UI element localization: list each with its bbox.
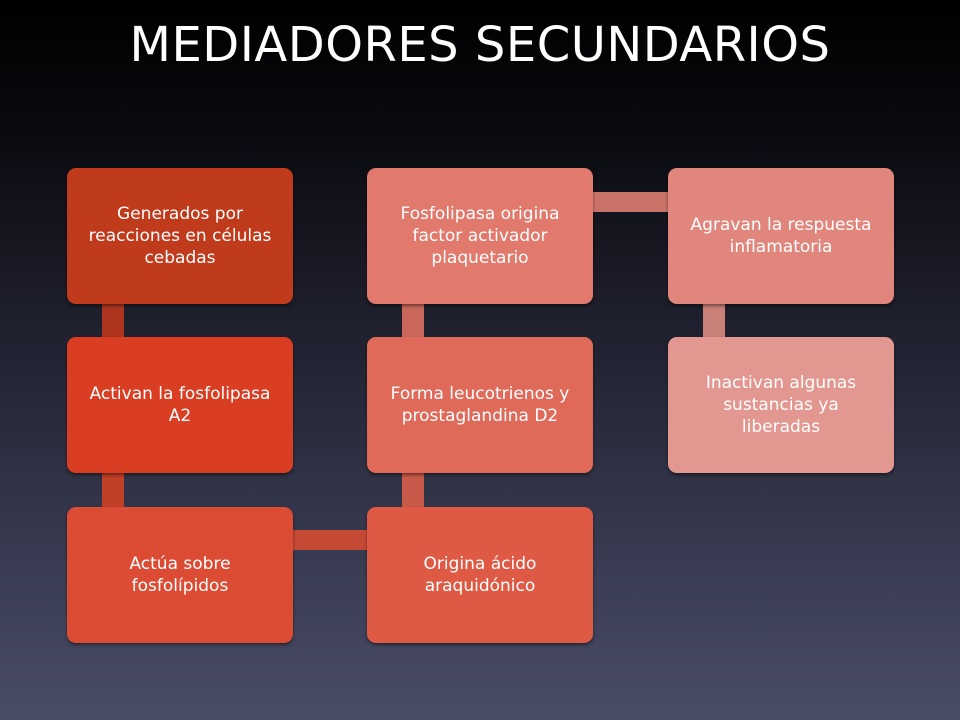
node-actua: Actúa sobre fosfolípidos: [67, 507, 293, 643]
node-generados-text: Generados por reacciones en células ceba…: [88, 204, 272, 268]
slide-title: MEDIADORES SECUNDARIOS: [129, 17, 831, 73]
node-forma-text: Forma leucotrienos y prostaglandina D2: [390, 384, 570, 426]
node-agravan-text: Agravan la respuesta inflamatoria: [690, 215, 872, 257]
node-origina: Origina ácido araquidónico: [367, 507, 593, 643]
node-actua-text: Actúa sobre fosfolípidos: [129, 554, 231, 596]
node-forma: Forma leucotrienos y prostaglandina D2: [367, 337, 593, 473]
node-agravan: Agravan la respuesta inflamatoria: [668, 168, 894, 304]
node-inactivan-text: Inactivan algunas sustancias ya liberada…: [705, 373, 857, 437]
connector-1-2: [102, 300, 124, 340]
node-fosfolipasa-text: Fosfolipasa origina factor activador pla…: [400, 204, 560, 268]
node-generados: Generados por reacciones en células ceba…: [67, 168, 293, 304]
connector-2-3: [102, 469, 124, 509]
node-fosfolipasa: Fosfolipasa origina factor activador pla…: [367, 168, 593, 304]
connector-7-8: [703, 300, 725, 340]
node-activan-text: Activan la fosfolipasa A2: [89, 384, 271, 426]
node-origina-text: Origina ácido araquidónico: [423, 554, 537, 596]
connector-6-7: [590, 192, 672, 212]
connector-5-6: [402, 300, 424, 340]
connector-4-5: [402, 469, 424, 509]
connector-3-4: [290, 530, 370, 550]
node-activan: Activan la fosfolipasa A2: [67, 337, 293, 473]
node-inactivan: Inactivan algunas sustancias ya liberada…: [668, 337, 894, 473]
